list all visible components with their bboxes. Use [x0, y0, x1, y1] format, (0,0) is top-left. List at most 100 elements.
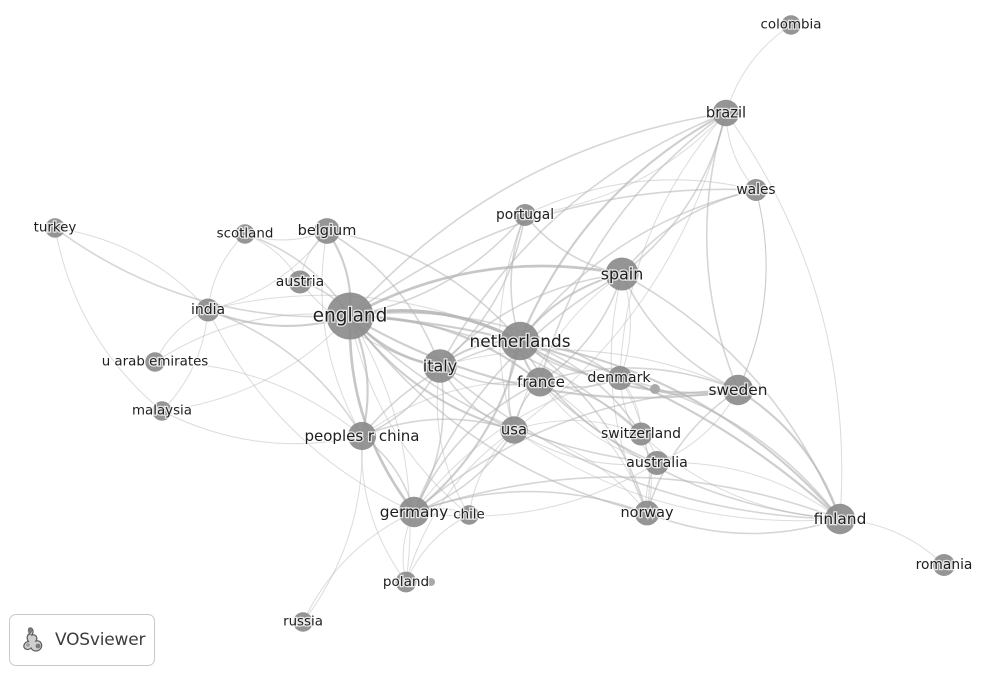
node-label-india: india	[191, 302, 225, 318]
vosviewer-logo: VOSviewer	[9, 614, 155, 666]
link-india-turkey	[54, 227, 209, 311]
node-switzerland[interactable]	[629, 422, 653, 446]
link-peoples_r_china-poland	[361, 435, 407, 583]
node-label-chile: chile	[453, 508, 485, 523]
link-sweden-norway	[646, 389, 739, 514]
node-label-austria: austria	[276, 274, 324, 290]
node-romania[interactable]	[933, 554, 955, 576]
link-finland-norway	[646, 512, 841, 535]
node-russia[interactable]	[293, 612, 313, 632]
node-england[interactable]	[326, 292, 374, 340]
node-portugal[interactable]	[514, 204, 536, 226]
link-netherlands-india	[207, 294, 521, 342]
link-layer	[54, 24, 945, 623]
node-norway[interactable]	[634, 500, 660, 526]
node-u_arab_emirates[interactable]	[145, 352, 165, 372]
link-peoples_r_china-russia	[302, 435, 363, 623]
node-france[interactable]	[525, 367, 555, 397]
node-belgium[interactable]	[314, 218, 340, 244]
link-netherlands-finland	[518, 339, 842, 521]
node-chile[interactable]	[459, 505, 479, 525]
node-minor-0[interactable]	[650, 384, 660, 394]
node-malaysia[interactable]	[152, 401, 172, 421]
link-france-norway	[539, 381, 648, 514]
link-spain-norway	[610, 273, 648, 514]
link-india-scotland	[207, 233, 246, 311]
link-brazil-portugal	[524, 112, 727, 216]
link-peoples_r_china-india	[207, 309, 363, 437]
node-label-russia: russia	[283, 615, 323, 630]
link-brazil-denmark	[619, 112, 727, 379]
link-belgium-india	[207, 230, 328, 311]
link-finland-australia	[656, 462, 841, 520]
link-sweden-brazil	[705, 112, 739, 391]
link-sweden-france	[539, 367, 739, 391]
link-italy-austria	[299, 281, 441, 367]
node-scotland[interactable]	[235, 224, 255, 244]
link-england-turkey	[54, 227, 351, 318]
link-netherlands-brazil	[518, 111, 728, 343]
link-turkey-malaysia	[54, 227, 163, 412]
node-sweden[interactable]	[722, 374, 754, 406]
node-label-wales: wales	[736, 182, 775, 198]
link-france-australia	[539, 381, 658, 464]
link-england-wales	[349, 188, 757, 317]
node-label-malaysia: malaysia	[132, 404, 192, 419]
link-finland-germany	[413, 476, 841, 520]
node-netherlands[interactable]	[500, 321, 540, 361]
link-peoples_r_china-malaysia	[161, 410, 363, 445]
link-wales-sweden	[737, 189, 767, 391]
link-italy-belgium	[326, 230, 441, 367]
node-peoples_r_china[interactable]	[347, 421, 377, 451]
node-label-norway: norway	[621, 505, 674, 521]
node-label-scotland: scotland	[217, 227, 274, 242]
link-sweden-germany	[413, 389, 739, 513]
link-england-brazil	[349, 112, 727, 317]
node-italy[interactable]	[423, 349, 457, 383]
node-label-finland: finland	[814, 510, 867, 528]
node-usa[interactable]	[500, 416, 528, 444]
node-austria[interactable]	[288, 270, 312, 294]
brand-name: VOSviewer	[55, 630, 146, 650]
link-england-australia	[349, 315, 658, 464]
link-germany-india	[207, 309, 415, 513]
link-england-malaysia	[161, 315, 351, 412]
link-sweden-finland	[736, 388, 842, 521]
link-netherlands-belgium	[326, 230, 521, 342]
node-turkey[interactable]	[45, 218, 65, 238]
node-colombia[interactable]	[781, 15, 801, 35]
link-england-poland	[349, 315, 411, 583]
node-minor-1[interactable]	[427, 578, 435, 586]
node-label-italy: italy	[423, 357, 457, 376]
node-layer	[45, 15, 955, 632]
node-label-u_arab_emirates: u arab emirates	[102, 355, 209, 370]
node-poland[interactable]	[395, 571, 417, 593]
link-netherlands-wales	[519, 189, 757, 342]
node-label-switzerland: switzerland	[601, 426, 681, 442]
node-finland[interactable]	[824, 503, 856, 535]
node-label-portugal: portugal	[496, 207, 554, 223]
node-label-belgium: belgium	[298, 223, 357, 239]
link-peoples_r_china-usa	[361, 418, 515, 437]
node-spain[interactable]	[605, 257, 639, 291]
link-spain-sweden	[621, 273, 739, 391]
node-australia[interactable]	[645, 451, 669, 475]
node-denmark[interactable]	[608, 366, 632, 390]
link-finland-france	[539, 381, 841, 520]
label-layer: englandnetherlandsitalyspainswedenfinlan…	[32, 16, 973, 631]
node-germany[interactable]	[398, 496, 430, 528]
vosviewer-logo-icon	[23, 627, 43, 652]
node-wales[interactable]	[745, 179, 767, 201]
node-india[interactable]	[196, 298, 220, 322]
node-label-romania: romania	[916, 557, 973, 573]
link-france-brazil	[539, 112, 727, 383]
node-brazil[interactable]	[712, 99, 740, 127]
link-peoples_r_china-belgium	[321, 230, 363, 437]
node-label-germany: germany	[380, 503, 449, 521]
link-spain-wales	[621, 189, 757, 275]
node-label-france: france	[517, 373, 565, 391]
link-usa-australia	[513, 429, 658, 466]
link-usa-brazil	[513, 112, 727, 431]
link-usa-norway	[513, 429, 648, 514]
